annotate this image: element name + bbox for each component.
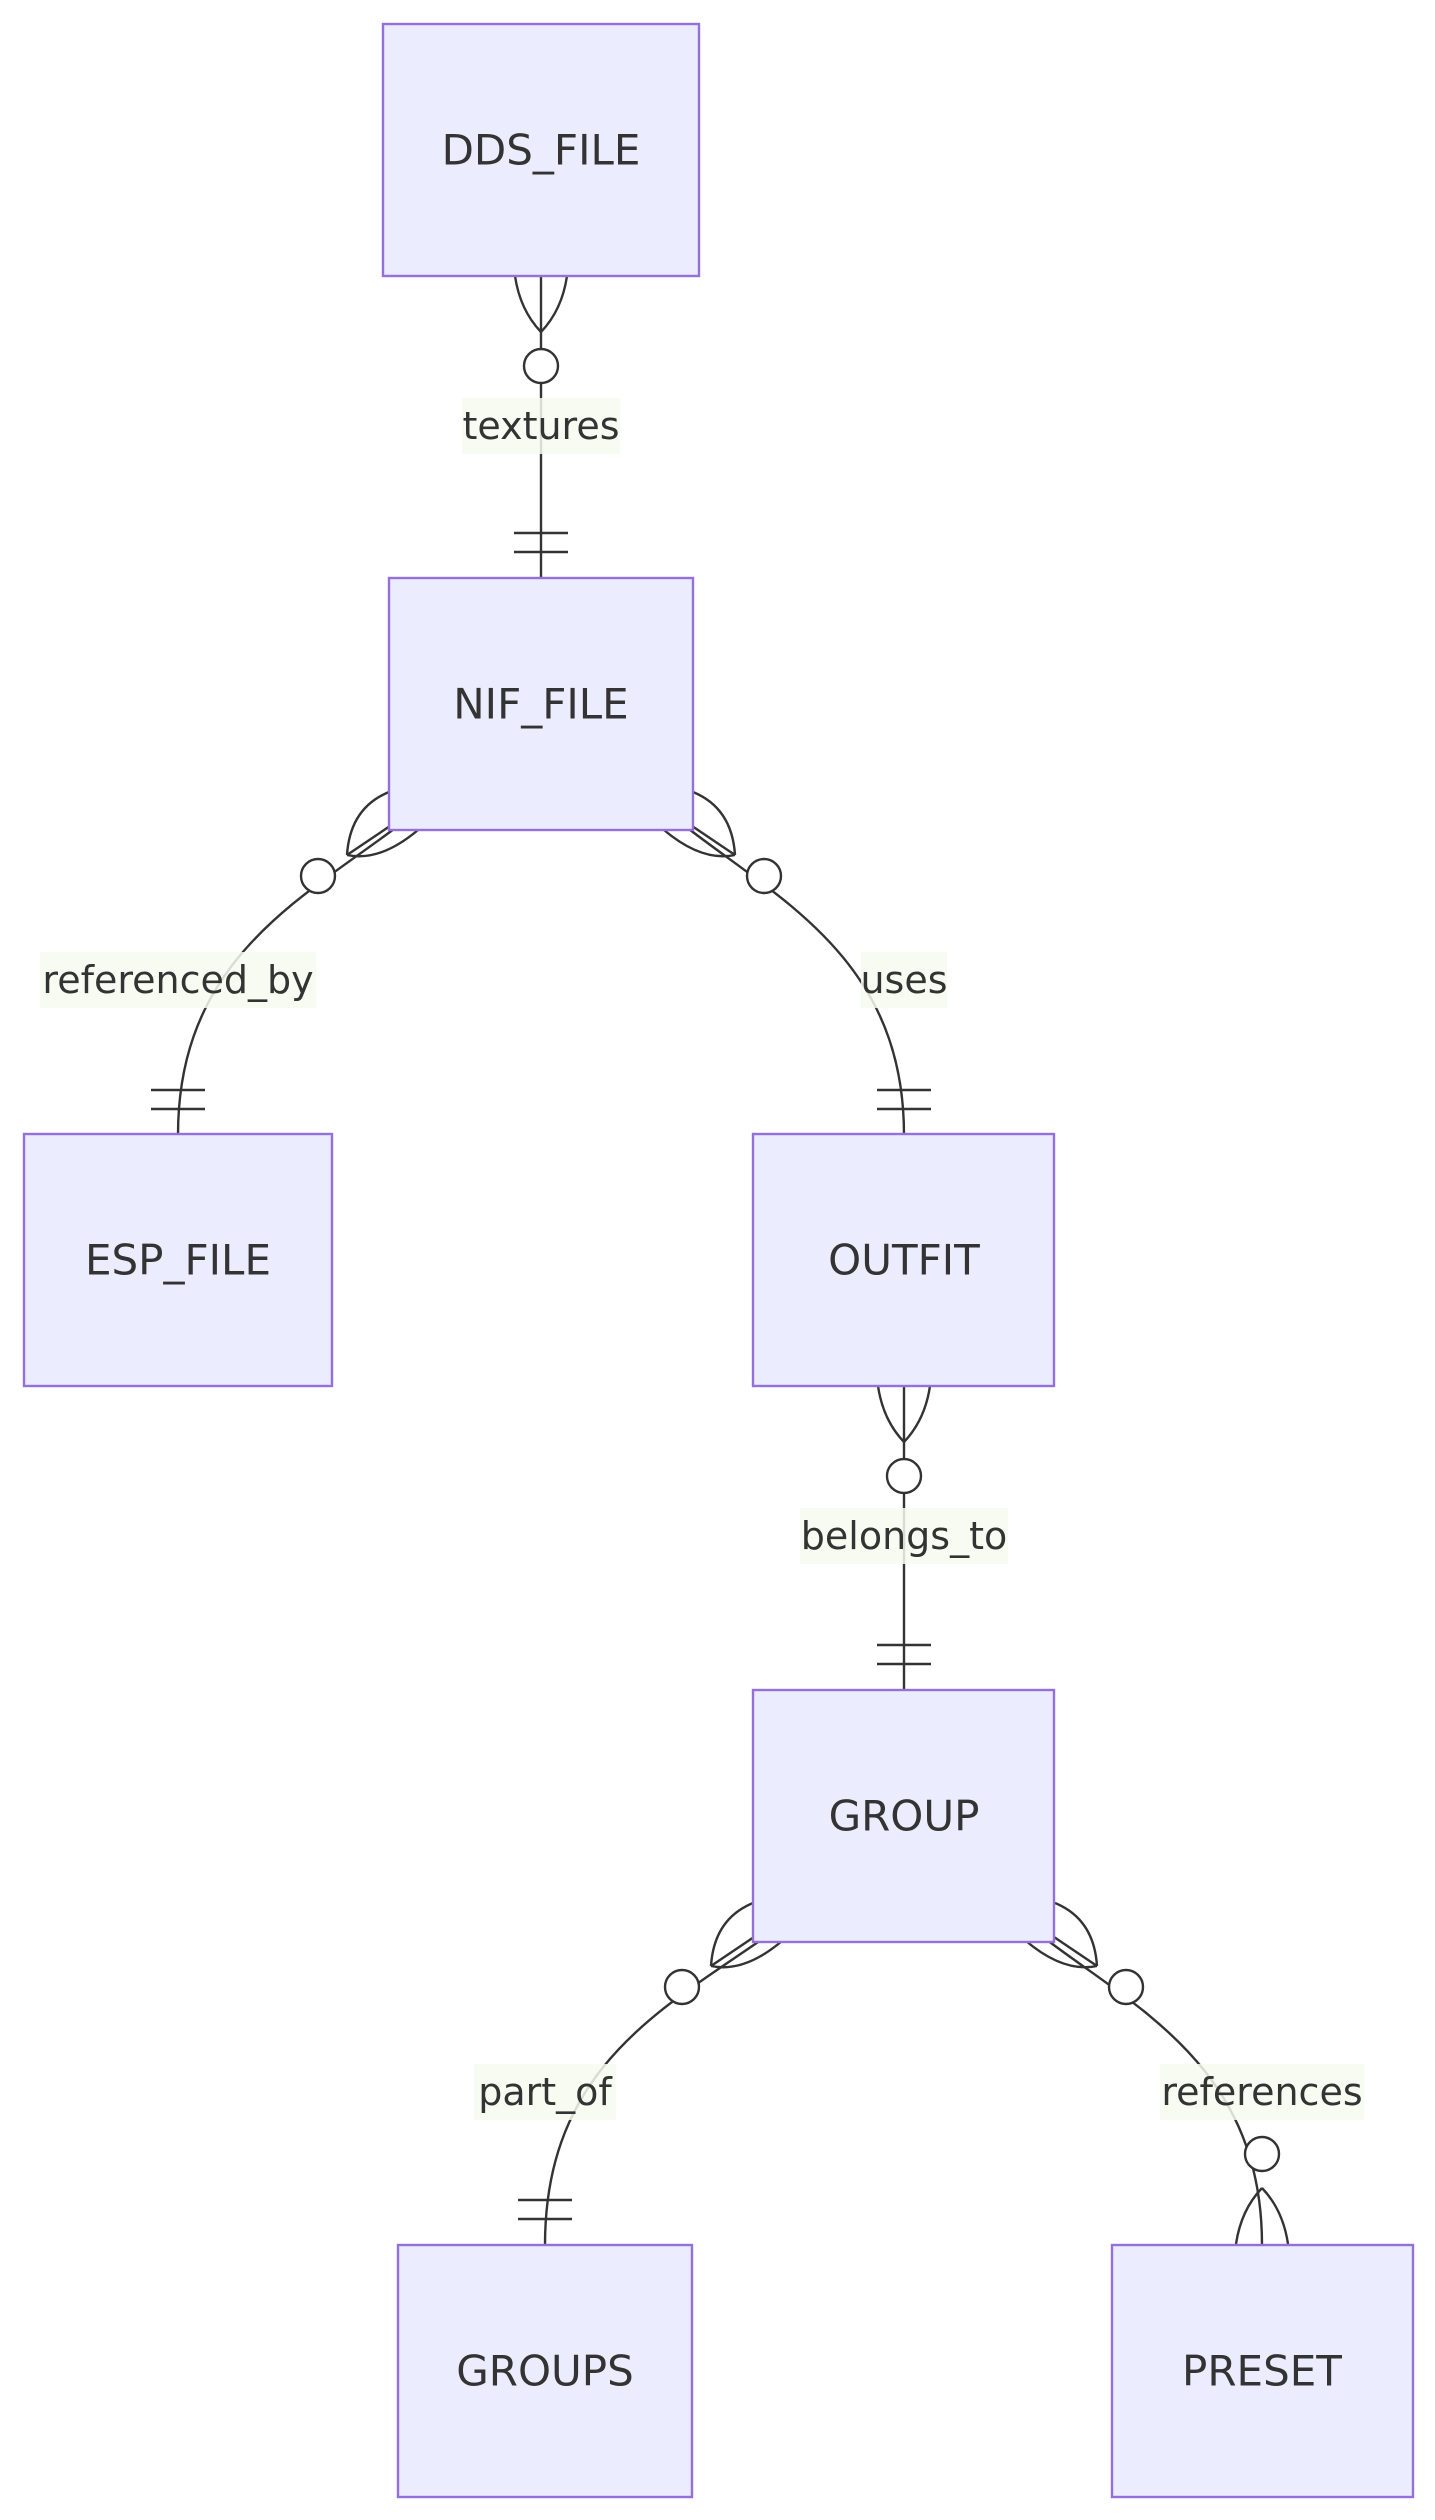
entity-preset[interactable]: PRESET: [1110, 2243, 1415, 2499]
marker-groups-one: [518, 2198, 572, 2221]
entity-name: NIF_FILE: [453, 680, 628, 729]
rel-label-belongs-to: belongs_to: [800, 1508, 1008, 1564]
svg-text:textures: textures: [462, 404, 619, 448]
entity-name: PRESET: [1182, 2347, 1342, 2396]
marker-esp-one: [151, 1088, 205, 1111]
entity-name: GROUPS: [456, 2347, 634, 2396]
svg-text:uses: uses: [860, 958, 947, 1002]
svg-text:belongs_to: belongs_to: [801, 1514, 1007, 1558]
relationship-lines: [176, 275, 1264, 2246]
marker-nif-right-crowsfoot: [663, 790, 783, 895]
marker-group-right-crowsfoot: [1025, 1901, 1145, 2006]
marker-nif-left-crowsfoot: [299, 790, 419, 895]
marker-preset-crowsfoot: [1234, 2135, 1290, 2245]
entity-group[interactable]: GROUP: [751, 1688, 1056, 1944]
svg-text:referenced_by: referenced_by: [42, 958, 313, 1002]
svg-text:part_of: part_of: [478, 2070, 613, 2114]
entity-name: GROUP: [829, 1792, 980, 1841]
marker-nif-textures-one: [514, 531, 568, 554]
entity-nif-file[interactable]: NIF_FILE: [387, 576, 695, 832]
marker-outfit-crowsfoot: [876, 1385, 932, 1495]
rel-label-uses: uses: [860, 952, 948, 1008]
entity-name: OUTFIT: [828, 1236, 980, 1285]
marker-outfit-one: [877, 1088, 931, 1111]
entity-outfit[interactable]: OUTFIT: [751, 1132, 1056, 1388]
relationship-labels: textures referenced_by uses belongs_to p…: [40, 398, 1364, 2120]
rel-label-referenced-by: referenced_by: [40, 952, 316, 1008]
rel-label-references: references: [1160, 2064, 1364, 2120]
entity-name: ESP_FILE: [85, 1236, 271, 1285]
entity-esp-file[interactable]: ESP_FILE: [22, 1132, 334, 1388]
svg-text:references: references: [1161, 2070, 1362, 2114]
marker-group-one: [877, 1643, 931, 1666]
rel-label-part-of: part_of: [474, 2064, 616, 2120]
entity-groups[interactable]: GROUPS: [396, 2243, 694, 2499]
entity-name: DDS_FILE: [442, 126, 641, 175]
entity-dds-file[interactable]: DDS_FILE: [381, 22, 701, 278]
marker-group-left-crowsfoot: [663, 1901, 783, 2006]
marker-dds-crowsfoot: [513, 275, 569, 385]
rel-label-textures: textures: [462, 398, 620, 454]
cardinality-markers: [151, 275, 1290, 2245]
